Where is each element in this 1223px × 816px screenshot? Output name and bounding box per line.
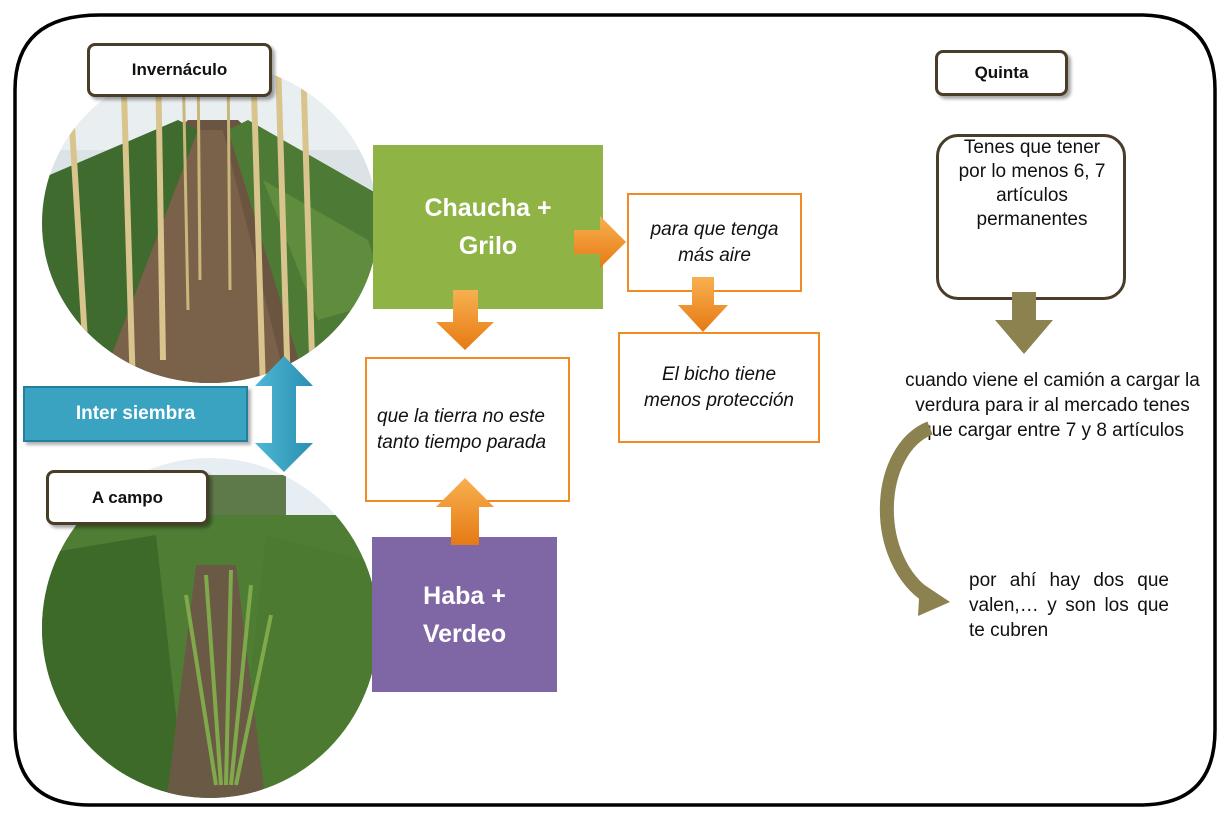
quinta-box-text: Tenes que tener por lo menos 6, 7 artícu… bbox=[958, 137, 1106, 230]
intersiembra-text: Inter siembra bbox=[75, 403, 196, 424]
note-aire: para que tenga más aire bbox=[627, 193, 802, 292]
greenhouse-photo bbox=[42, 63, 378, 383]
note-tierra-text: que la tierra no este tanto tiempo parad… bbox=[377, 405, 547, 453]
chaucha-block: Chaucha + Grilo bbox=[373, 145, 603, 309]
note-bicho-text: El bicho tiene menos protección bbox=[644, 363, 794, 411]
invernaculo-label: Invernáculo bbox=[87, 43, 272, 97]
note-bicho: El bicho tiene menos protección bbox=[618, 332, 820, 443]
chaucha-text: Chaucha + Grilo bbox=[424, 194, 552, 260]
quinta-label: Quinta bbox=[935, 50, 1068, 96]
double-arrow-icon bbox=[255, 356, 313, 472]
invernaculo-text: Invernáculo bbox=[131, 60, 228, 79]
quinta-box bbox=[936, 134, 1126, 300]
olive-down-arrow-icon bbox=[995, 292, 1053, 354]
note-tierra: que la tierra no este tanto tiempo parad… bbox=[365, 357, 570, 502]
curved-arrow-icon bbox=[879, 421, 950, 616]
haba-text: Haba + Verdeo bbox=[422, 581, 507, 648]
valen-text: por ahí hay dos que valen,… y son los qu… bbox=[969, 570, 1169, 641]
note-aire-text: para que tenga más aire bbox=[650, 218, 779, 266]
haba-block: Haba + Verdeo bbox=[372, 537, 557, 692]
a-campo-label: A campo bbox=[46, 470, 209, 525]
camion-text: cuando viene el camión a cargar la verdu… bbox=[905, 370, 1200, 441]
a-campo-text: A campo bbox=[91, 487, 164, 507]
field-photo bbox=[42, 458, 378, 798]
quinta-text: Quinta bbox=[974, 63, 1029, 82]
intersiembra-tab: Inter siembra bbox=[23, 386, 248, 442]
